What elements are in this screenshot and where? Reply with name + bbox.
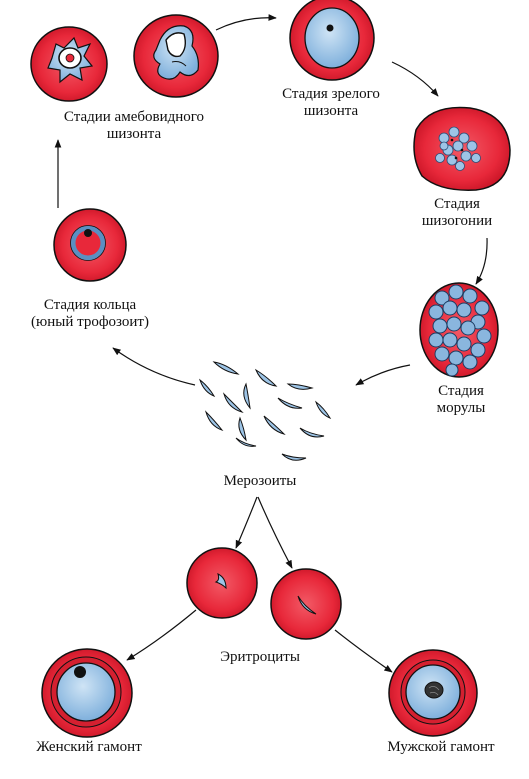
merozoite-icon <box>235 437 257 447</box>
arrow-merozoites-to-erythrocyte-right <box>257 496 293 569</box>
arrow-to-male-gamont <box>334 629 393 673</box>
merozoite-icon <box>238 416 247 442</box>
merozoite-icon <box>299 427 325 438</box>
merozoite-icon <box>214 573 227 590</box>
dividing-nuclei-icon <box>435 126 481 171</box>
merozoite-icon <box>297 595 317 615</box>
cycle-arrows <box>54 14 488 673</box>
arrow-schizogony-to-morula <box>475 237 488 285</box>
label-morula: Стадия морулы <box>436 383 486 416</box>
arrow-mature-to-schizogony <box>391 61 439 97</box>
merozoite-icon <box>281 453 307 461</box>
ring-stage-cell <box>53 208 127 282</box>
merozoite-cluster-icon <box>428 284 492 377</box>
arrow-merozoites-to-ring <box>112 347 196 386</box>
label-amoeboid-schizont: Стадии амебовидного шизонта <box>63 109 205 142</box>
arrow-merozoites-to-erythrocyte-left <box>235 496 258 549</box>
merozoite-icon <box>277 397 303 409</box>
arrow-to-female-gamont <box>126 609 197 661</box>
merozoite-icon <box>286 383 314 390</box>
merozoite-icon <box>243 382 251 410</box>
erythrocyte-left <box>186 547 258 619</box>
label-schizogony: Стадия шизогонии <box>421 196 493 229</box>
amoeboid-schizont-cell-1 <box>30 26 108 102</box>
nucleus-icon <box>424 681 444 699</box>
female-gamont-cell <box>41 648 133 738</box>
morula-cell <box>419 282 499 378</box>
label-ring-stage: Стадия кольца (юный трофозоит) <box>31 297 149 330</box>
erythrocyte-right <box>270 568 342 640</box>
merozoite-icon <box>315 400 332 420</box>
label-erythrocytes: Эритроциты <box>220 649 300 665</box>
nucleus-icon <box>74 666 86 678</box>
merozoite-icon <box>263 415 286 436</box>
arrow-morula-to-merozoites <box>355 364 411 386</box>
merozoite-icon <box>204 410 224 432</box>
merozoite-icon <box>212 361 240 375</box>
amoeboid-schizont-cell-2 <box>133 14 219 98</box>
mature-schizont-cell <box>289 0 375 81</box>
schizogony-cell <box>413 106 511 191</box>
merozoites-group <box>199 361 332 461</box>
label-merozoites: Мерозоиты <box>223 473 297 489</box>
merozoite-icon <box>222 392 244 414</box>
male-gamont-cell <box>388 649 478 737</box>
ring-trophozoite-icon <box>70 225 106 261</box>
label-female-gamont: Женский гамонт <box>36 739 142 755</box>
arrow-amoeboid-to-mature <box>215 14 277 31</box>
merozoite-icon <box>254 368 278 387</box>
merozoite-icon <box>199 378 216 398</box>
label-mature-schizont: Стадия зрелого шизонта <box>282 86 380 119</box>
label-male-gamont: Мужской гамонт <box>387 739 495 755</box>
